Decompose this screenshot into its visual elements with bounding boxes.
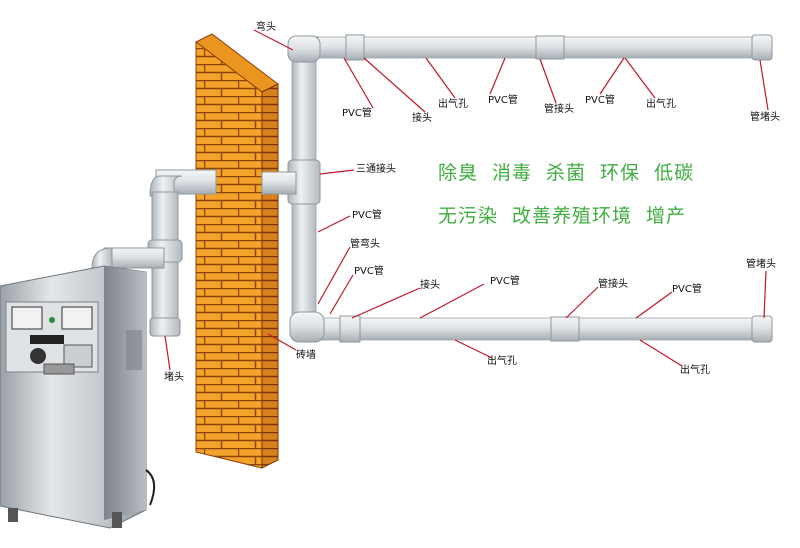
slogan-item: 增产: [646, 205, 687, 227]
label-joint-1: 接头: [412, 113, 432, 124]
ozone-generator-machine: [0, 265, 156, 529]
label-coupler-2: 管接头: [598, 279, 628, 290]
slogan-line-2: 无污染改善养殖环境增产: [438, 201, 700, 228]
slogan-item: 无污染: [438, 205, 499, 227]
label-vent-1: 出气孔: [438, 99, 468, 110]
slogan-item: 杀菌: [546, 162, 587, 184]
slogan-item: 消毒: [492, 162, 533, 184]
label-vent-3: 出气孔: [487, 356, 517, 367]
bottom-pvc-pipe: [317, 315, 773, 343]
label-coupler-1: 管接头: [544, 104, 574, 115]
slogan-item: 环保: [600, 162, 641, 184]
slogan-item: 除臭: [438, 162, 479, 184]
label-pvc-5: PVC管: [354, 266, 384, 277]
label-tee: 三通接头: [356, 164, 396, 175]
wall-through-pipe: [147, 169, 297, 337]
label-pvc-1: PVC管: [342, 108, 372, 119]
label-cap-bottom: 管堵头: [746, 259, 776, 270]
label-vent-2: 出气孔: [646, 99, 676, 110]
label-plug: 堵头: [164, 372, 184, 383]
label-cap-top: 管堵头: [750, 112, 780, 123]
label-pvc-3: PVC管: [585, 95, 615, 106]
leader-lines: [164, 29, 769, 371]
top-pvc-pipe: [311, 34, 773, 61]
label-pvc-2: PVC管: [488, 95, 518, 106]
slogan-item: 改善养殖环境: [512, 205, 633, 227]
machine-connector-pipe: [91, 247, 165, 269]
vertical-riser-pipe: [287, 35, 325, 343]
label-pvc-7: PVC管: [672, 284, 702, 295]
label-pvc-6: PVC管: [490, 276, 520, 287]
label-brick-wall: 砖墙: [296, 350, 316, 361]
label-vent-4: 出气孔: [680, 365, 710, 376]
label-joint-2: 接头: [420, 280, 440, 291]
label-pipe-elbow: 管弯头: [350, 239, 380, 250]
slogan-item: 低碳: [654, 162, 695, 184]
label-elbow-top: 弯头: [256, 22, 276, 33]
slogan-line-1: 除臭消毒杀菌环保低碳: [438, 158, 708, 185]
label-pvc-4: PVC管: [352, 210, 382, 221]
brick-wall: [195, 33, 279, 469]
